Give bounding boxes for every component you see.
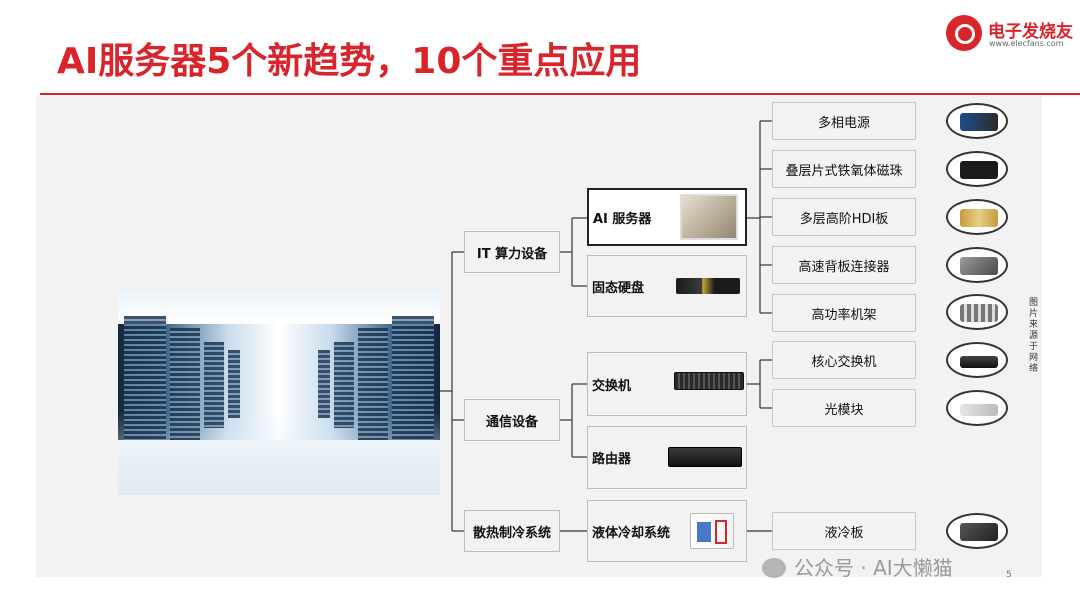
ssd-image (676, 278, 740, 294)
cooling-diagram-block (697, 522, 711, 542)
backplane-connector-image (946, 247, 1008, 283)
photo-ceiling (118, 288, 440, 324)
node-label: AI 服务器 (593, 211, 652, 227)
optical-module-image (946, 390, 1008, 426)
node-label: 固态硬盘 (592, 280, 645, 296)
photo-floor (118, 440, 440, 495)
node-label: 液体冷却系统 (592, 525, 671, 541)
title-underline (40, 93, 1080, 95)
photo-rack (334, 342, 354, 428)
node-cooling: 散热制冷系统 (464, 510, 560, 552)
node-label: 交换机 (592, 378, 632, 394)
ferrite-bead-image (946, 151, 1008, 187)
watermark-text: 公众号 · AI大懒猫 (794, 556, 953, 580)
logo-icon (946, 15, 982, 51)
leaf-hdi-board: 多层高阶HDI板 (772, 198, 916, 236)
cooling-diagram-pipe (715, 520, 727, 544)
leaf-backplane-connector: 高速背板连接器 (772, 246, 916, 284)
power-module-image (946, 103, 1008, 139)
datacenter-photo (118, 288, 440, 495)
page-number: 5 (1006, 570, 1012, 580)
cold-plate-image (946, 513, 1008, 549)
leaf-core-switch: 核心交换机 (772, 341, 916, 379)
hdi-board-image (946, 199, 1008, 235)
rack-image (946, 294, 1008, 330)
wechat-watermark: 公众号 · AI大懒猫 (762, 552, 953, 581)
photo-rack (170, 328, 200, 448)
photo-rack (318, 350, 330, 418)
ai-server-image (680, 194, 738, 240)
leaf-ferrite-bead: 叠层片式铁氧体磁珠 (772, 150, 916, 188)
core-switch-image (946, 342, 1008, 378)
photo-rack (204, 342, 224, 428)
leaf-optical-module: 光模块 (772, 389, 916, 427)
node-communication: 通信设备 (464, 399, 560, 441)
leaf-cold-plate: 液冷板 (772, 512, 916, 550)
leaf-high-power-rack: 高功率机架 (772, 294, 916, 332)
photo-rack (228, 350, 240, 418)
wechat-icon (762, 558, 786, 578)
router-image (668, 447, 742, 467)
page-title: AI服务器5个新趋势，10个重点应用 (57, 41, 642, 82)
image-source-note: 图片来源于网络 (1029, 298, 1039, 374)
brand-logo: 电子发烧友 www.elecfans.com (946, 15, 1076, 55)
photo-rack (358, 328, 388, 448)
node-label: 路由器 (592, 452, 632, 467)
logo-url: www.elecfans.com (989, 39, 1064, 48)
logo-name: 电子发烧友 (988, 22, 1073, 42)
leaf-multiphase-power: 多相电源 (772, 102, 916, 140)
switch-image (674, 372, 744, 390)
node-it-compute: IT 算力设备 (464, 231, 560, 273)
liquid-cooling-image (690, 513, 734, 549)
